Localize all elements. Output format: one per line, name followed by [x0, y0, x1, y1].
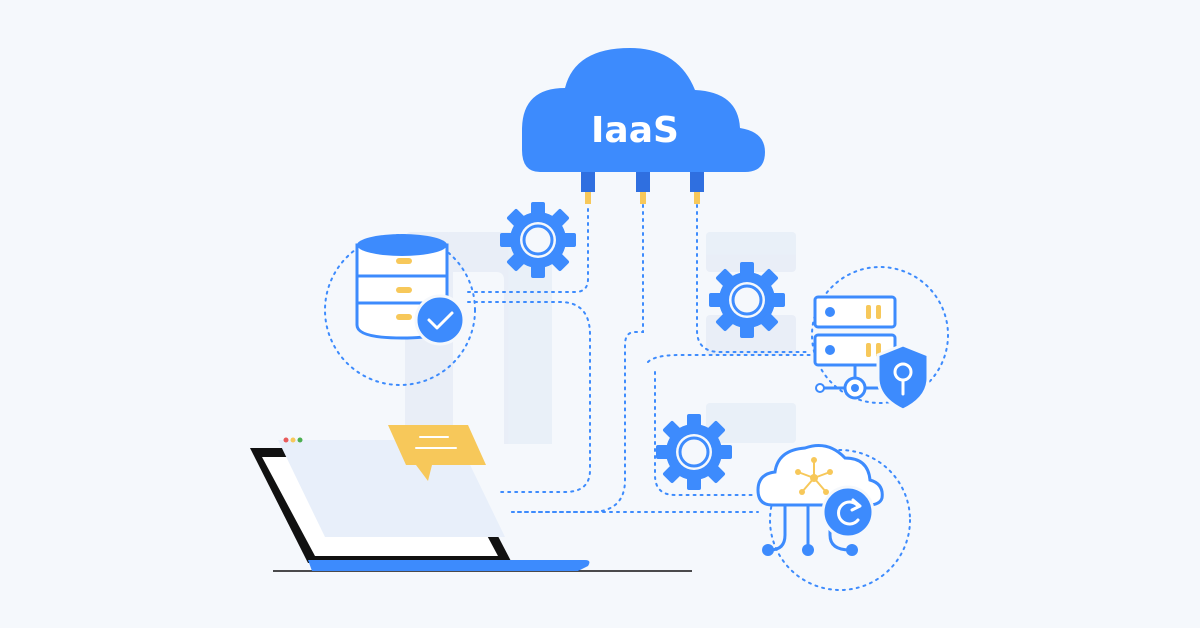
cloud-title: IaaS — [591, 110, 679, 151]
gear-icon — [709, 262, 785, 338]
cloud-connector-left — [581, 172, 595, 204]
cloud-connector-right — [690, 172, 704, 204]
gear-icon — [656, 414, 732, 490]
security-shield-icon — [878, 345, 928, 410]
checkmark-badge-icon — [416, 296, 464, 344]
connector-servers — [648, 355, 810, 362]
background-logo-m-icon — [405, 232, 796, 444]
gear-icon — [500, 202, 576, 278]
cloud-connector-center — [636, 172, 650, 204]
iaas-cloud-icon: IaaS — [522, 48, 765, 204]
sync-icon — [823, 487, 873, 537]
